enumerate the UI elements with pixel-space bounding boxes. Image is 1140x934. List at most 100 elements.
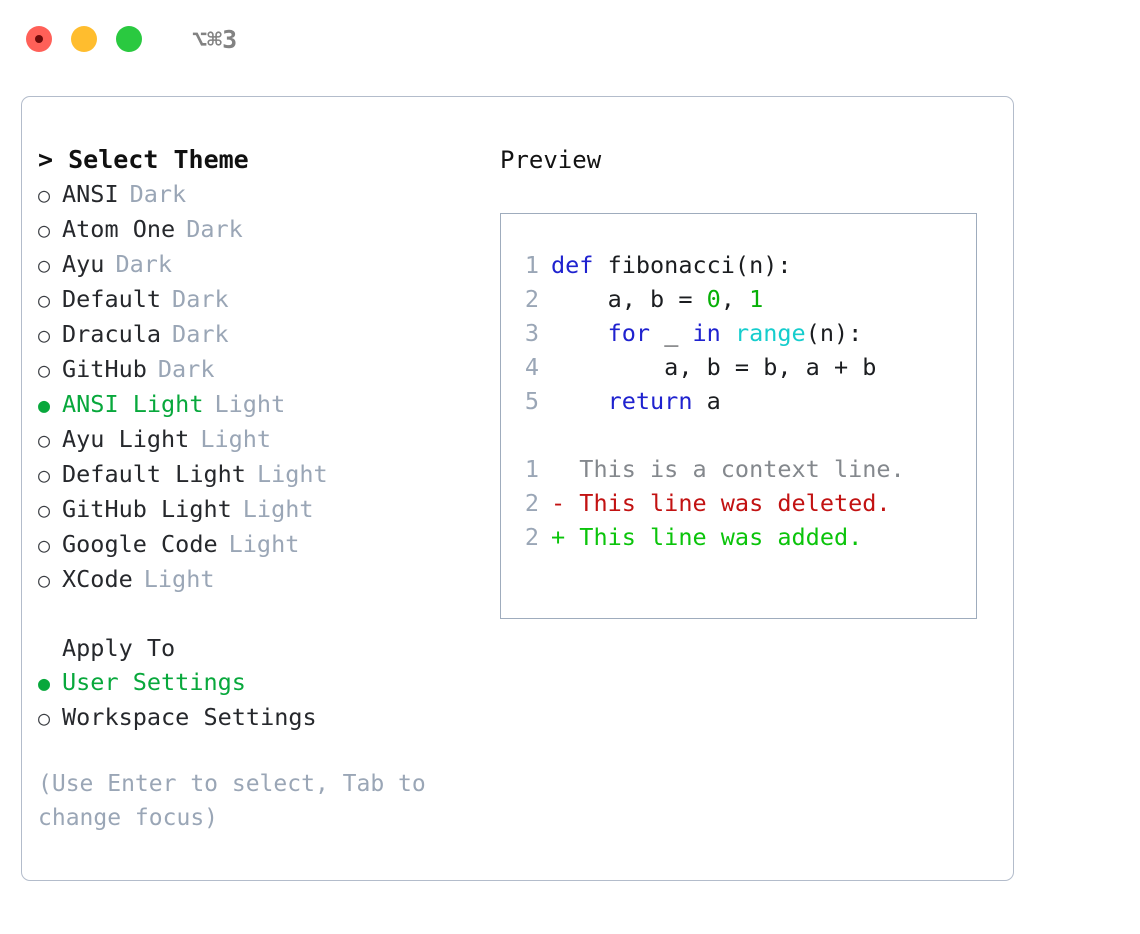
diff-line-text: + This line was added.	[551, 523, 863, 551]
zoom-button[interactable]	[116, 26, 142, 52]
code-token-kw: in	[692, 319, 721, 347]
theme-option-default[interactable]: ○ Default Dark	[38, 282, 498, 317]
code-token-fn: range	[734, 319, 806, 347]
code-token-pl: (n):	[805, 319, 863, 347]
theme-option-label: ANSI	[62, 180, 119, 208]
theme-option-github[interactable]: ○ GitHub Dark	[38, 352, 498, 387]
radio-unselected-icon: ○	[38, 463, 51, 487]
code-token-pl: _	[650, 319, 693, 347]
select-theme-heading: > Select Theme	[38, 145, 249, 174]
theme-option-variant-tag: Dark	[186, 215, 243, 243]
theme-option-label: Default Light	[62, 460, 246, 488]
code-line-text: a, b = 0, 1	[551, 282, 764, 316]
theme-option-label: Google Code	[62, 530, 218, 558]
theme-option-variant-tag: Light	[256, 460, 328, 488]
theme-option-ansi[interactable]: ○ ANSI Dark	[38, 177, 498, 212]
theme-option-variant-tag: Light	[242, 495, 314, 523]
theme-option-google-code[interactable]: ○ Google Code Light	[38, 527, 498, 562]
theme-option-variant-tag: Light	[228, 530, 300, 558]
radio-unselected-icon: ○	[38, 288, 51, 312]
preview-heading: Preview	[500, 146, 602, 174]
radio-unselected-icon: ○	[38, 253, 51, 277]
theme-option-atom-one[interactable]: ○ Atom One Dark	[38, 212, 498, 247]
diff-line-text: - This line was deleted.	[551, 489, 891, 517]
radio-unselected-icon: ○	[38, 218, 51, 242]
code-token-pl	[721, 319, 735, 347]
window-titlebar: ⌥⌘3	[0, 0, 1140, 78]
code-token-pl: a, b =	[551, 285, 707, 313]
code-token-num: 0	[706, 285, 721, 313]
theme-option-label: Ayu Light	[62, 425, 190, 453]
diff-line-text: This is a context line.	[551, 455, 905, 483]
theme-option-xcode[interactable]: ○ XCode Light	[38, 562, 498, 597]
diff-line-add: 2 + This line was added.	[501, 520, 976, 554]
radio-unselected-icon: ○	[38, 428, 51, 452]
apply-to-option-list[interactable]: ● User Settings ○ Workspace Settings	[38, 665, 498, 735]
code-token-kw: for	[607, 319, 651, 347]
traffic-lights	[26, 26, 142, 52]
diff-sample: 1 This is a context line. 2 - This line wa…	[501, 452, 976, 554]
keyboard-hint-text: (Use Enter to select, Tab to change focu…	[38, 771, 440, 831]
apply-option-user-settings[interactable]: ● User Settings	[38, 665, 498, 700]
preview-column: Preview 1 def fibonacci(n): 2 a, b = 0, 1 3…	[500, 143, 1000, 619]
code-token-pl	[551, 387, 608, 415]
code-token-pl: ,	[720, 285, 750, 313]
theme-option-label: XCode	[62, 565, 133, 593]
theme-option-variant-tag: Dark	[157, 355, 215, 383]
code-token-pl	[551, 319, 608, 347]
code-line-text: return a	[551, 384, 721, 418]
code-line: 1 def fibonacci(n):	[501, 248, 976, 282]
minimize-button[interactable]	[71, 26, 97, 52]
code-line: 5 return a	[501, 384, 976, 418]
theme-option-variant-tag: Dark	[129, 180, 187, 208]
theme-option-label: Ayu	[62, 250, 105, 278]
theme-option-label: Default	[62, 285, 162, 313]
code-line-number: 3	[524, 319, 539, 347]
apply-option-label: User Settings	[62, 668, 246, 696]
theme-option-variant-tag: Dark	[172, 320, 229, 348]
theme-option-variant-tag: Light	[143, 565, 215, 593]
code-token-pl: a, b = b, a + b	[551, 353, 877, 381]
theme-option-variant-tag: Light	[200, 425, 272, 453]
code-token-kw: return	[607, 387, 693, 415]
theme-option-label: GitHub	[62, 355, 147, 383]
close-button[interactable]	[26, 26, 52, 52]
preview-box: 1 def fibonacci(n): 2 a, b = 0, 1 3 for _ i…	[500, 213, 977, 619]
code-token-kw: def	[551, 251, 608, 279]
code-line-number: 1	[524, 251, 539, 279]
radio-unselected-icon: ○	[38, 183, 51, 207]
theme-option-label: ANSI Light	[62, 390, 204, 418]
code-token-pl: fibonacci(n):	[607, 251, 792, 279]
theme-option-label: Atom One	[62, 215, 176, 243]
radio-unselected-icon: ○	[38, 706, 51, 730]
theme-option-label: Dracula	[62, 320, 162, 348]
code-line-text: def fibonacci(n):	[551, 248, 792, 282]
apply-to-heading: Apply To	[62, 634, 176, 662]
radio-unselected-icon: ○	[38, 533, 51, 557]
diff-line-number: 2	[524, 489, 539, 517]
radio-unselected-icon: ○	[38, 358, 51, 382]
theme-option-variant-tag: Dark	[172, 285, 229, 313]
diff-line-number: 1	[524, 455, 539, 483]
diff-line-number: 2	[524, 523, 539, 551]
code-sample: 1 def fibonacci(n): 2 a, b = 0, 1 3 for _ i…	[501, 248, 976, 418]
code-line-text: for _ in range(n):	[551, 316, 863, 350]
radio-unselected-icon: ○	[38, 498, 51, 522]
apply-option-workspace-settings[interactable]: ○ Workspace Settings	[38, 700, 498, 735]
code-token-num: 1	[749, 285, 764, 313]
apply-option-label: Workspace Settings	[62, 703, 317, 731]
theme-option-variant-tag: Light	[214, 390, 286, 418]
radio-selected-icon: ●	[38, 671, 51, 695]
radio-unselected-icon: ○	[38, 568, 51, 592]
code-line-text: a, b = b, a + b	[551, 350, 876, 384]
theme-option-ayu-light[interactable]: ○ Ayu Light Light	[38, 422, 498, 457]
theme-option-default-light[interactable]: ○ Default Light Light	[38, 457, 498, 492]
code-line-number: 2	[524, 285, 539, 313]
